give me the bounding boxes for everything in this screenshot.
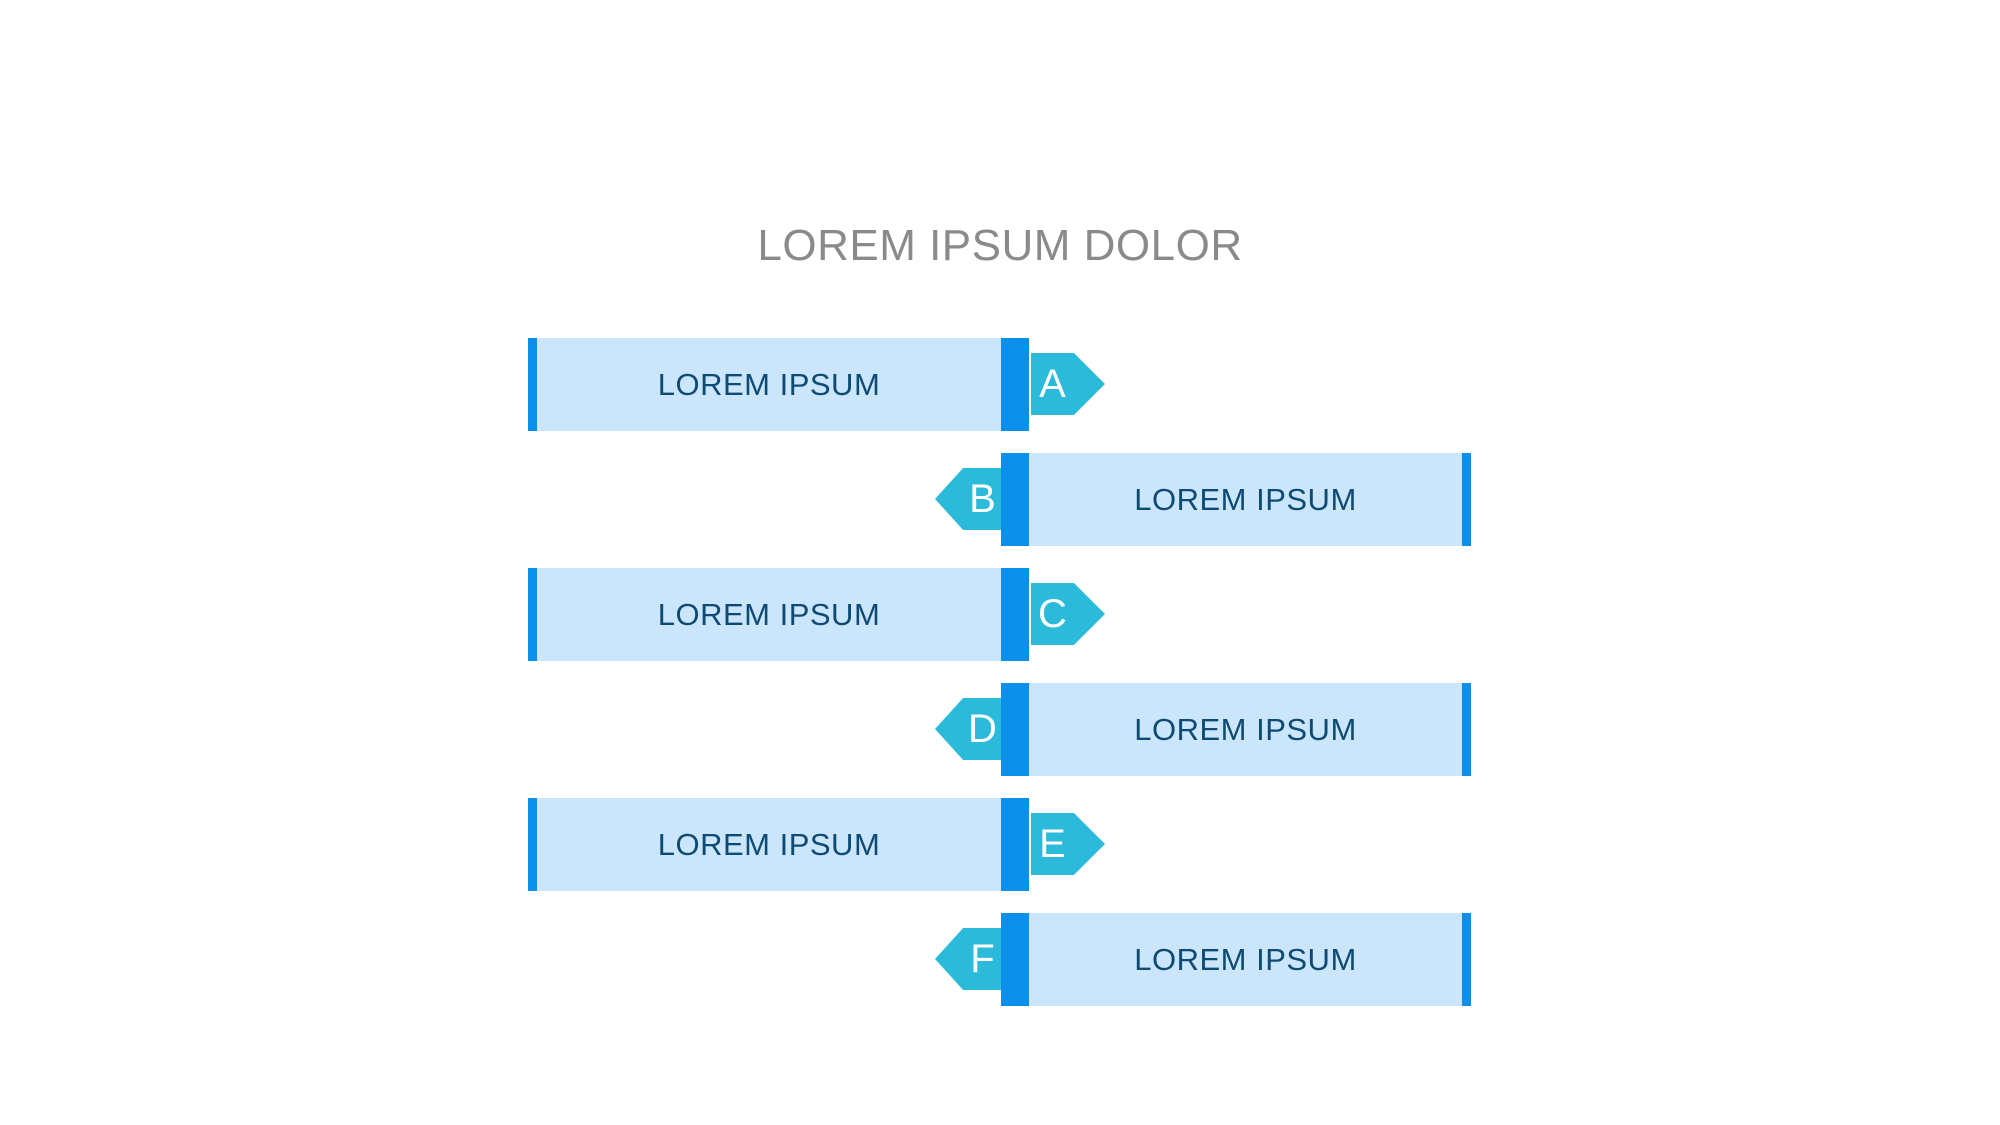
edge-stripe-thick [1001, 913, 1029, 1006]
bar-label: LOREM IPSUM [1134, 942, 1357, 977]
arrow-letter: C [1038, 591, 1067, 636]
bar-label: LOREM IPSUM [1134, 712, 1357, 747]
bar: LOREM IPSUM [1029, 913, 1462, 1006]
arrow-letter: F [970, 936, 995, 981]
edge-stripe-thin [528, 568, 537, 661]
bar-label: LOREM IPSUM [657, 367, 881, 402]
bar-label: LOREM IPSUM [657, 597, 881, 632]
arrow-letter: B [969, 476, 996, 521]
arrow-tag-right-icon: E [1031, 813, 1105, 875]
arrow-tag-right-icon: A [1031, 353, 1105, 415]
edge-stripe-thick [1001, 338, 1029, 431]
arrow-letter: E [1039, 821, 1066, 866]
edge-stripe-thin [528, 798, 537, 891]
arrow-tag-left-icon: D [935, 698, 1002, 760]
edge-stripe-thick [1001, 683, 1029, 776]
bar-row: LOREM IPSUM E [0, 798, 2000, 891]
arrow-letter: D [968, 706, 997, 751]
bar-row: F LOREM IPSUM [0, 913, 2000, 1006]
edge-stripe-thin [528, 338, 537, 431]
edge-stripe-thick [1001, 798, 1029, 891]
bar-row: D LOREM IPSUM [0, 683, 2000, 776]
bar: LOREM IPSUM [537, 568, 1001, 661]
bar-label: LOREM IPSUM [1134, 482, 1357, 517]
bar: LOREM IPSUM [537, 338, 1001, 431]
edge-stripe-thick [1001, 453, 1029, 546]
arrow-tag-left-icon: F [935, 928, 1002, 990]
bar: LOREM IPSUM [537, 798, 1001, 891]
page-title: LOREM IPSUM DOLOR [757, 221, 1243, 270]
arrow-tag-left-icon: B [935, 468, 1002, 530]
bar: LOREM IPSUM [1029, 453, 1462, 546]
arrow-letter: A [1039, 361, 1066, 406]
edge-stripe-thin [1462, 913, 1471, 1006]
bar-row: LOREM IPSUM C [0, 568, 2000, 661]
edge-stripe-thin [1462, 453, 1471, 546]
arrow-tag-right-icon: C [1031, 583, 1105, 645]
bar-row: B LOREM IPSUM [0, 453, 2000, 546]
edge-stripe-thick [1001, 568, 1029, 661]
bar-label: LOREM IPSUM [657, 827, 881, 862]
bar-row: LOREM IPSUM A [0, 338, 2000, 431]
bar: LOREM IPSUM [1029, 683, 1462, 776]
edge-stripe-thin [1462, 683, 1471, 776]
